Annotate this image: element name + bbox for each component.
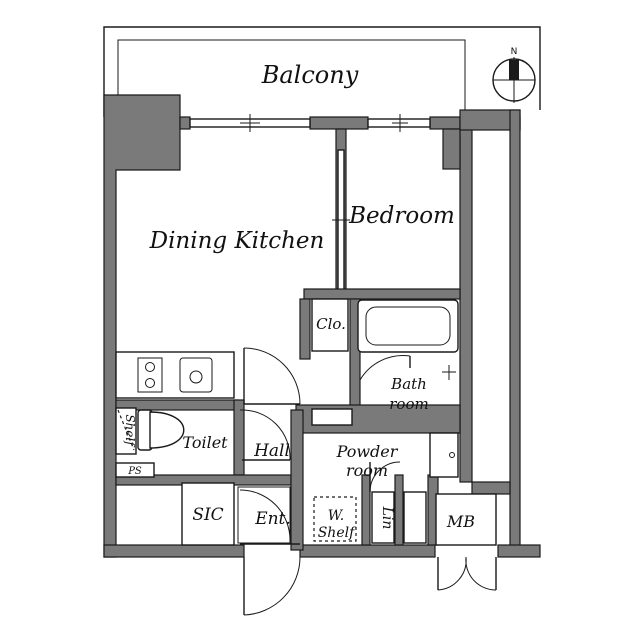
bath-label-line1: Bath: [390, 375, 427, 393]
meter-box: [435, 493, 497, 591]
hall-label: Hall: [253, 441, 290, 461]
kitchen-counter: [115, 351, 235, 399]
entrance-label: Ent.: [254, 509, 291, 529]
closet: [311, 298, 349, 352]
closet-label: Clo.: [316, 315, 346, 333]
balcony-area: [103, 26, 541, 117]
toilet-door: [239, 409, 291, 461]
balcony-label: Balcony: [261, 61, 359, 89]
bathtub: [357, 299, 459, 353]
linen-closet: [371, 491, 395, 544]
powder-room-fixtures: [369, 432, 459, 493]
linen-door: [403, 491, 427, 544]
sink-icon: [179, 357, 213, 393]
windows: [189, 114, 431, 132]
w-shelf-label-line2: Shelf: [318, 525, 357, 541]
interior-walls: [115, 128, 461, 551]
entrance: [237, 486, 301, 616]
burner-icon: [145, 362, 155, 372]
powder-label-line2: room: [346, 461, 388, 480]
north-arrow-icon: N: [492, 47, 536, 103]
shelf-label: Shelf: [123, 414, 137, 448]
north-label: N: [511, 47, 518, 57]
burner-icon: [145, 378, 155, 388]
linen-label: Lin: [379, 506, 395, 530]
hall-door: [243, 347, 301, 405]
bath-label-line2: room: [389, 395, 428, 413]
powder-label-line1: Powder: [336, 442, 399, 461]
bath-door: [359, 355, 456, 381]
ps-label: PS: [127, 466, 142, 477]
dining-kitchen-label: Dining Kitchen: [149, 228, 325, 254]
bedroom-label: Bedroom: [348, 203, 455, 229]
sic-closet: [181, 482, 235, 546]
w-shelf-label-line1: W.: [328, 508, 344, 524]
mb-label: MB: [446, 512, 475, 531]
toilet-fixture: [115, 407, 185, 478]
walk-in-shelf: [313, 496, 357, 542]
toilet-label: Toilet: [182, 433, 228, 452]
sic-label: SIC: [192, 505, 223, 525]
